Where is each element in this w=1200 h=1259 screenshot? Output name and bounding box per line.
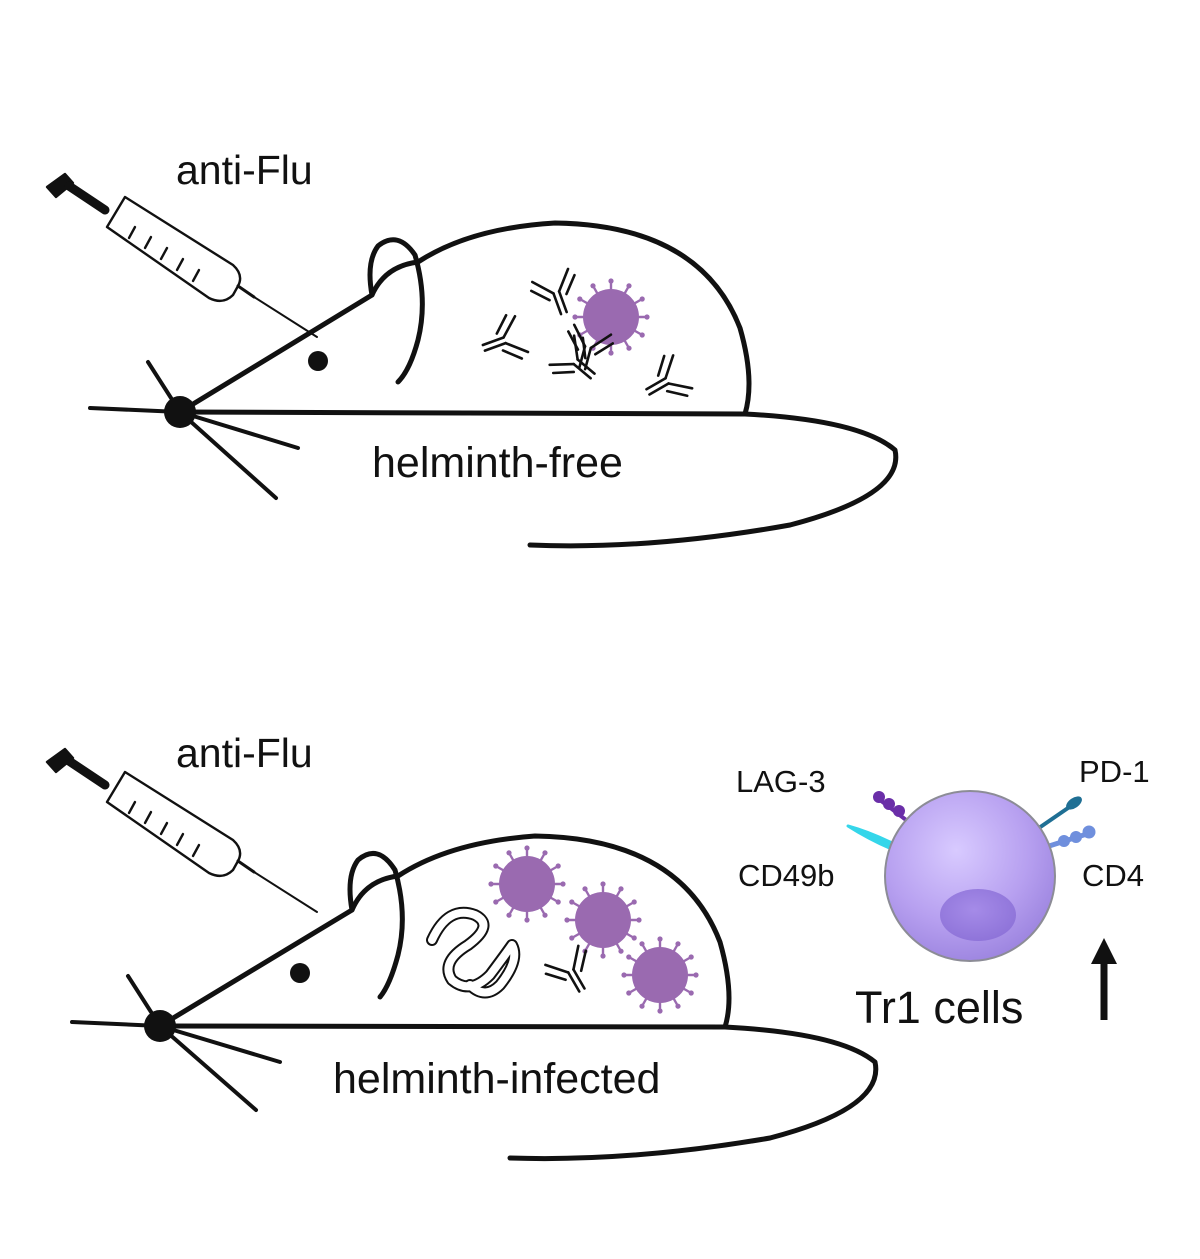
tr1-cell-nucleus: [940, 889, 1016, 941]
bottom-mouse-eye-icon: [290, 963, 310, 983]
lag3-label: LAG-3: [736, 764, 826, 799]
helminth-worm-icon: [426, 906, 521, 999]
bottom-panel: [47, 749, 879, 1162]
bottom-mouse-nose-icon: [144, 1010, 176, 1042]
increase-arrow-icon: [1091, 938, 1117, 1020]
cd49b-label: CD49b: [738, 858, 835, 893]
bottom-virus-icon: [563, 880, 643, 960]
cd4-label: CD4: [1082, 858, 1145, 893]
top-antibody-icon: [635, 350, 696, 414]
pd1-label: PD-1: [1079, 754, 1150, 789]
bottom-mouse-label: helminth-infected: [333, 1055, 661, 1103]
cd49b-receptor-icon: [846, 824, 898, 852]
cd4-receptor-icon: [1045, 825, 1096, 850]
top-mouse: [88, 220, 899, 549]
lag3-receptor-icon: [873, 791, 912, 825]
top-mouse-body: [177, 220, 752, 417]
top-syringe-icon: [47, 174, 317, 337]
bottom-virus-icon: [487, 844, 567, 924]
bottom-injection-label: anti-Flu: [176, 730, 313, 776]
top-antibody-icon: [527, 266, 587, 323]
top-panel: [47, 174, 899, 549]
bottom-mouse-tail: [157, 1023, 879, 1162]
bottom-mouse-ear: [347, 850, 405, 1000]
top-mouse-label: helminth-free: [372, 439, 623, 487]
bottom-virus-icon: [620, 935, 700, 1015]
top-mouse-eye-icon: [308, 351, 328, 371]
top-injection-label: anti-Flu: [176, 147, 313, 193]
top-mouse-nose-icon: [164, 396, 196, 428]
top-antibody-icon: [474, 311, 531, 371]
pd1-receptor-icon: [1034, 796, 1082, 832]
tr1-cells-label: Tr1 cells: [855, 982, 1024, 1033]
bottom-mouse-body: [157, 833, 732, 1030]
top-mouse-tail: [177, 409, 899, 549]
tr1-cell: [846, 790, 1117, 1020]
top-mouse-ear: [367, 237, 425, 385]
bottom-mouse: [70, 833, 879, 1162]
bottom-antibody-icon: [540, 942, 604, 1003]
